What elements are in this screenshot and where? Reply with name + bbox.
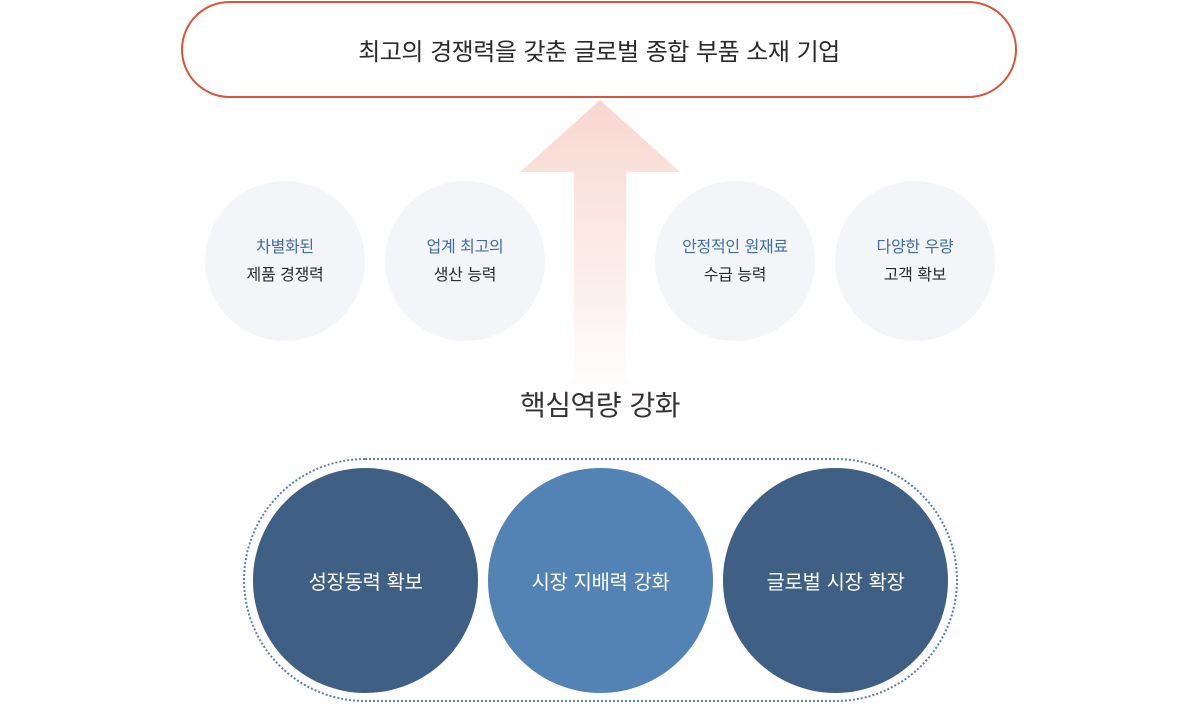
capability-line1: 업계 최고의	[426, 237, 504, 256]
goal-box: 최고의 경쟁력을 갖춘 글로벌 종합 부품 소재 기업	[181, 1, 1017, 98]
strategy-growth-engine: 성장동력 확보	[253, 468, 478, 693]
capability-line1: 차별화된	[256, 237, 314, 256]
capability-raw-material-supply: 안정적인 원재료 수급 능력	[655, 181, 815, 341]
strategy-market-dominance: 시장 지배력 강화	[488, 468, 713, 693]
capability-production-capacity: 업계 최고의 생산 능력	[385, 181, 545, 341]
strategy-frame	[243, 458, 958, 702]
capability-product-competitiveness: 차별화된 제품 경쟁력	[205, 181, 365, 341]
strategy-label: 글로벌 시장 확장	[766, 570, 905, 594]
strategy-global-expansion: 글로벌 시장 확장	[723, 468, 948, 693]
strategy-label: 시장 지배력 강화	[531, 570, 670, 594]
capability-line1: 안정적인 원재료	[682, 237, 788, 256]
capability-customer-base: 다양한 우량 고객 확보	[835, 181, 995, 341]
capability-line2: 고객 확보	[883, 265, 947, 284]
capability-line2: 수급 능력	[703, 265, 767, 284]
core-competency-title: 핵심역량 강화	[520, 389, 680, 422]
capability-line2: 생산 능력	[433, 265, 497, 284]
capability-line1: 다양한 우량	[876, 237, 954, 256]
strategy-label: 성장동력 확보	[308, 570, 423, 594]
capability-line2: 제품 경쟁력	[246, 265, 324, 284]
goal-text: 최고의 경쟁력을 갖춘 글로벌 종합 부품 소재 기업	[358, 38, 840, 66]
